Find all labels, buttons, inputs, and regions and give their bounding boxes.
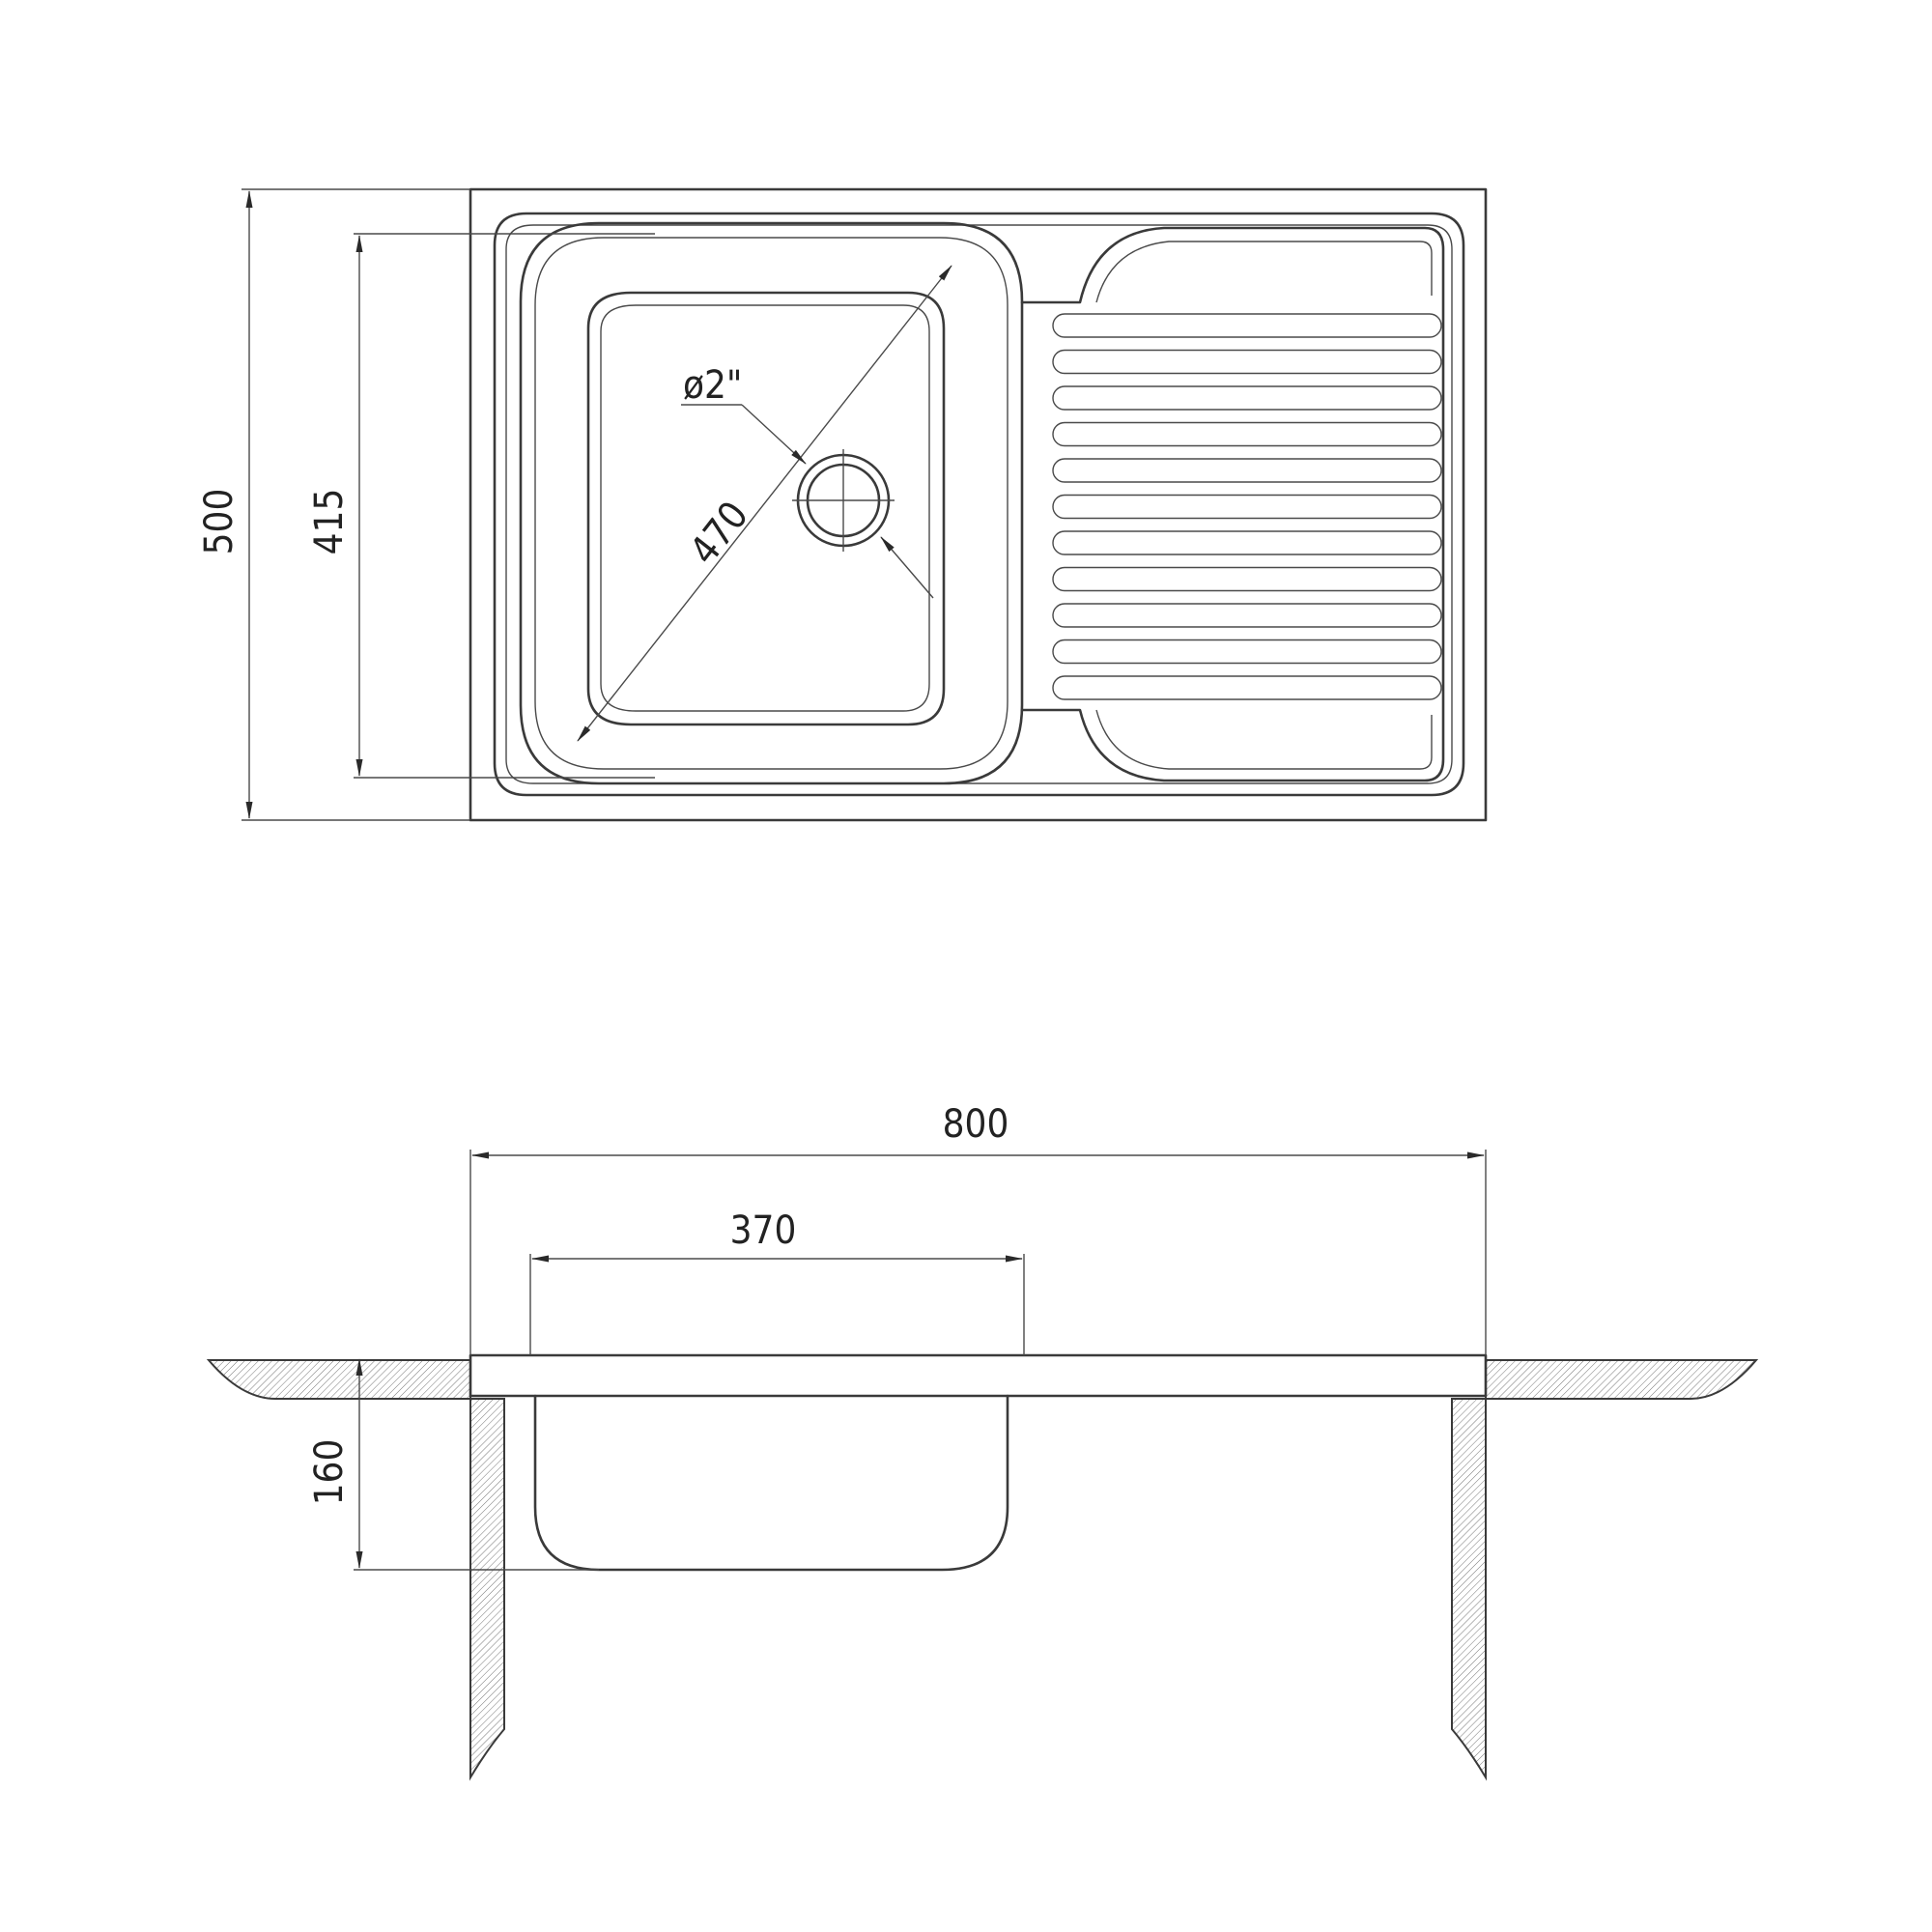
drainer-groove — [1052, 313, 1442, 338]
drainer-board — [1020, 226, 1445, 782]
drainer-groove — [1052, 494, 1442, 520]
cabinet-wall-left — [469, 1398, 505, 1781]
sink-top-plate — [469, 1353, 1488, 1398]
dimension-470: 470 — [577, 265, 952, 742]
dimension-415-label: 415 — [307, 489, 352, 555]
sink-outline — [469, 187, 1488, 822]
dimension-drain: ø2" — [681, 363, 934, 599]
dimension-160-label: 160 — [307, 1439, 352, 1506]
dimension-160: 160 — [307, 1358, 599, 1571]
section-view: 800 370 160 — [206, 1102, 1759, 1781]
dimension-370: 370 — [529, 1208, 1025, 1355]
drainer-groove — [1052, 675, 1442, 700]
dimension-drain-label: ø2" — [683, 363, 742, 408]
drainer-groove — [1052, 458, 1442, 483]
drainer-groove — [1052, 530, 1442, 555]
bowl-outer-edge — [519, 221, 1024, 785]
dimension-800-label: 800 — [943, 1102, 1009, 1147]
sink-rim — [493, 212, 1465, 797]
countertop-left — [206, 1359, 471, 1400]
drain-icon — [792, 449, 895, 552]
drainer-groove — [1052, 385, 1442, 411]
dimension-800: 800 — [469, 1102, 1487, 1355]
dimension-415: 415 — [307, 233, 655, 779]
top-view: 500 415 470 ø2" — [197, 187, 1488, 822]
drainer-grooves — [1052, 313, 1442, 700]
drainer-groove — [1052, 421, 1442, 447]
drainer-groove — [1052, 639, 1442, 665]
bowl-profile — [533, 1394, 1009, 1572]
dimension-470-label: 470 — [681, 494, 757, 573]
drainer-groove — [1052, 603, 1442, 628]
dimension-500-label: 500 — [197, 489, 242, 555]
drainer-groove — [1052, 349, 1442, 375]
cabinet-wall-right — [1451, 1398, 1487, 1781]
dimension-370-label: 370 — [730, 1208, 797, 1253]
countertop-right — [1485, 1359, 1759, 1400]
drainer-groove — [1052, 566, 1442, 592]
dimension-500: 500 — [197, 188, 470, 821]
